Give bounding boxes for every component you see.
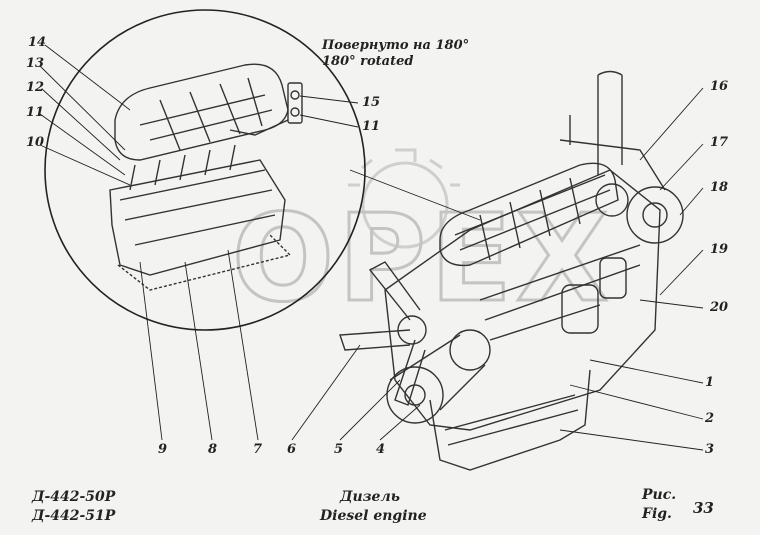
- figure-label-ru: Рис.: [642, 487, 677, 503]
- callout-label: 16: [710, 79, 729, 94]
- callout-label: 18: [710, 180, 729, 195]
- crank-pulley: [386, 366, 444, 424]
- detail-circle: [44, 9, 366, 331]
- detail-cylinder-head: [109, 159, 286, 276]
- callout-label: 9: [158, 442, 168, 457]
- figure-title: Дизель Diesel engine: [320, 488, 427, 526]
- callout-label: 13: [26, 56, 45, 71]
- turbocharger: [626, 186, 684, 244]
- callout-label: 20: [710, 300, 729, 315]
- oil-pan: [429, 369, 591, 471]
- engine-valve-cover: [439, 162, 619, 267]
- watermark-text: OPEX: [232, 190, 612, 329]
- exhaust-pipe: [597, 70, 623, 175]
- model-line-1: Д-442-50Р: [32, 489, 116, 505]
- callout-label: 6: [287, 442, 297, 457]
- callout-label: 14: [28, 35, 47, 50]
- callout-label: 17: [710, 135, 729, 150]
- detail-fitting: [287, 82, 303, 124]
- model-line-2: Д-442-51Р: [32, 507, 116, 524]
- fan: [339, 261, 426, 406]
- callout-label: 5: [334, 442, 344, 457]
- rotation-note-en: 180° rotated: [322, 53, 414, 69]
- figure-title-en: Diesel engine: [320, 507, 427, 524]
- figure-label-en: Fig.: [642, 505, 672, 522]
- callout-label: 11: [362, 119, 381, 134]
- engine-block: [384, 169, 661, 431]
- callout-label: 15: [362, 95, 381, 110]
- figure-caption-label: Рис. Fig.: [642, 486, 676, 524]
- callout-label: 12: [26, 80, 45, 95]
- rotation-note: Повернуто на 180° 180° rotated: [322, 38, 469, 69]
- detail-gasket: [117, 234, 292, 291]
- oil-filter: [561, 284, 599, 334]
- figure-title-ru: Дизель: [340, 489, 400, 505]
- callout-label: 1: [705, 375, 715, 390]
- callout-label: 4: [376, 442, 386, 457]
- callout-label: 19: [710, 242, 729, 257]
- model-designation: Д-442-50Р Д-442-51Р: [32, 488, 115, 526]
- callout-label: 7: [253, 442, 263, 457]
- generator-pulley: [449, 329, 491, 371]
- callout-label: 10: [26, 135, 45, 150]
- figure-number: 33: [693, 499, 714, 517]
- callout-label: 3: [705, 442, 715, 457]
- callout-label: 11: [26, 105, 45, 120]
- rotation-note-ru: Повернуто на 180°: [322, 38, 470, 53]
- callout-label: 8: [208, 442, 218, 457]
- callout-label: 2: [705, 411, 715, 426]
